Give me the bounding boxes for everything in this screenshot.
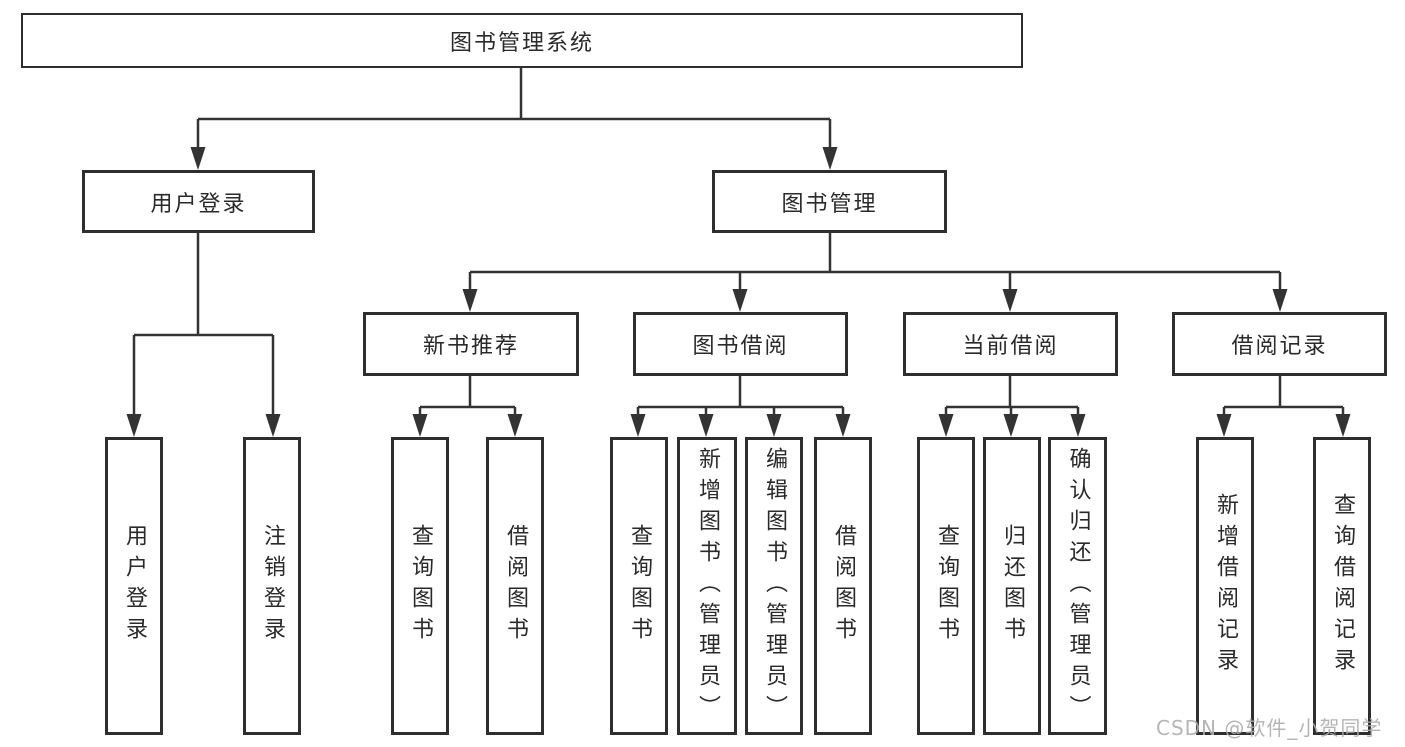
leaf-cb-confirm-return-admin-label: 确认归还（管理员） [1065, 446, 1091, 726]
leaf-cb-confirm-return-admin: 确认归还（管理员） [1048, 437, 1107, 735]
leaf-user-login: 用户登录 [105, 437, 163, 735]
csdn-watermark: CSDN @软件_小贺同学 [1156, 716, 1383, 740]
leaf-bb-edit-books-admin: 编辑图书（管理员） [745, 437, 803, 735]
node-new-book-recommend: 新书推荐 [363, 312, 579, 376]
leaf-cb-query-books: 查询图书 [917, 437, 975, 735]
leaf-user-login-label: 用户登录 [122, 524, 147, 648]
leaf-cb-return-books-label: 归还图书 [1000, 524, 1025, 648]
node-root-label: 图书管理系统 [449, 30, 594, 56]
leaf-bb-add-books-admin: 新增图书（管理员） [677, 437, 737, 735]
node-user-login-label: 用户登录 [150, 191, 247, 217]
leaf-br-query-record: 查询借阅记录 [1313, 437, 1371, 735]
leaf-bb-borrow-books: 借阅图书 [814, 437, 872, 735]
node-book-borrow: 图书借阅 [633, 312, 848, 376]
node-book-management-label: 图书管理 [781, 191, 878, 217]
node-current-borrow-label: 当前借阅 [962, 334, 1059, 359]
node-new-book-recommend-label: 新书推荐 [422, 334, 519, 359]
leaf-br-add-record: 新增借阅记录 [1196, 437, 1254, 735]
leaf-nbr-query-books-label: 查询图书 [408, 524, 433, 648]
leaf-logout-label: 注销登录 [260, 524, 285, 648]
leaf-nbr-borrow-books: 借阅图书 [486, 437, 544, 735]
leaf-cb-return-books: 归还图书 [983, 437, 1041, 735]
leaf-br-query-record-label: 查询借阅记录 [1330, 493, 1355, 679]
leaf-bb-borrow-books-label: 借阅图书 [831, 524, 856, 648]
node-book-borrow-label: 图书借阅 [692, 334, 789, 359]
leaf-logout: 注销登录 [243, 437, 301, 735]
leaf-bb-add-books-admin-label: 新增图书（管理员） [695, 446, 720, 726]
node-current-borrow: 当前借阅 [903, 312, 1118, 376]
node-user-login: 用户登录 [82, 170, 315, 233]
node-root: 图书管理系统 [21, 13, 1023, 68]
leaf-br-add-record-label: 新增借阅记录 [1213, 493, 1238, 679]
leaf-bb-query-books-label: 查询图书 [627, 524, 652, 648]
leaf-bb-edit-books-admin-label: 编辑图书（管理员） [762, 446, 787, 726]
leaf-bb-query-books: 查询图书 [610, 437, 668, 735]
node-book-management: 图书管理 [712, 170, 947, 233]
leaf-nbr-borrow-books-label: 借阅图书 [503, 524, 528, 648]
leaf-nbr-query-books: 查询图书 [391, 437, 449, 735]
node-borrow-record-label: 借阅记录 [1231, 334, 1328, 359]
leaf-cb-query-books-label: 查询图书 [934, 524, 959, 648]
node-borrow-record: 借阅记录 [1172, 312, 1387, 376]
